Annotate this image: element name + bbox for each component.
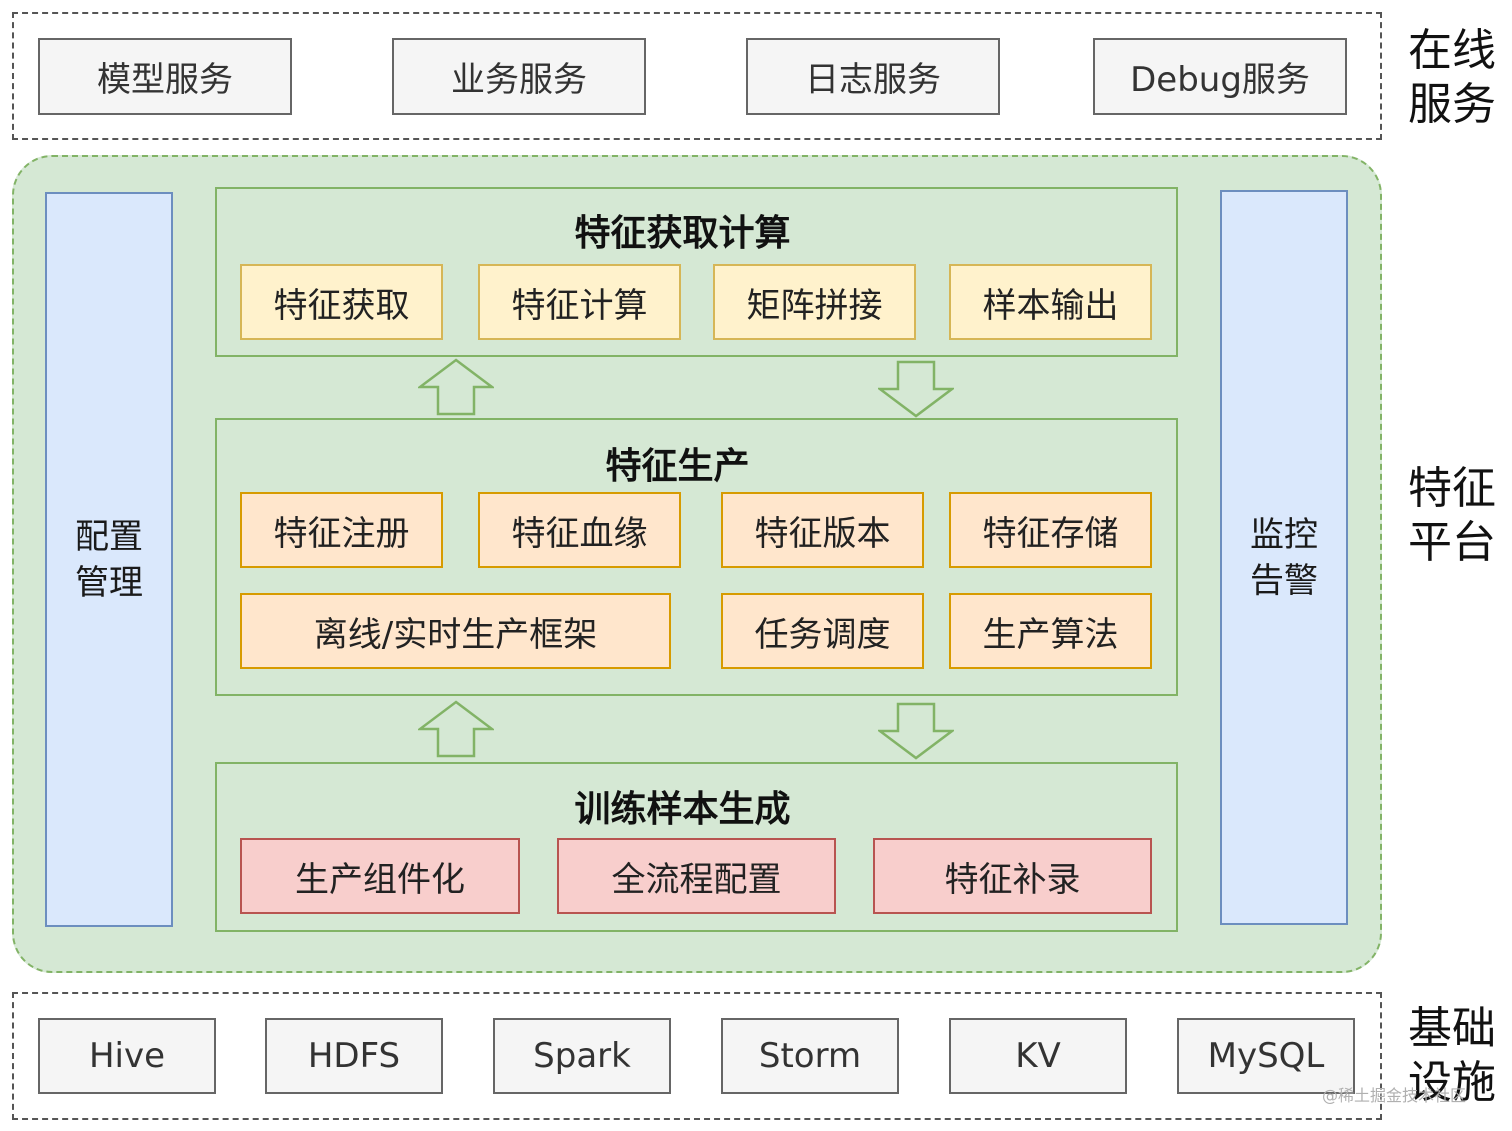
item-feature-compute: 特征计算: [478, 264, 681, 340]
item-feature-lineage: 特征血缘: [478, 492, 681, 568]
layer-label-infrastructure: 基础 设施: [1408, 1003, 1496, 1108]
item-feature-version: 特征版本: [721, 492, 924, 568]
module-training-sample-generation: [215, 762, 1178, 932]
infra-box-kv: KV: [949, 1018, 1127, 1094]
layer-label-online-services: 在线 服务: [1408, 25, 1496, 130]
infra-box-spark: Spark: [493, 1018, 671, 1094]
online-services-frame: [12, 12, 1382, 140]
service-box-business: 业务服务: [392, 38, 646, 115]
service-box-model: 模型服务: [38, 38, 292, 115]
item-feature-storage: 特征存储: [949, 492, 1152, 568]
item-production-algorithm: 生产算法: [949, 593, 1152, 669]
module-feature-production: [215, 418, 1178, 696]
item-sample-output: 样本输出: [949, 264, 1152, 340]
item-task-scheduling: 任务调度: [721, 593, 924, 669]
item-offline-realtime-framework: 离线/实时生产框架: [240, 593, 671, 669]
item-production-componentization: 生产组件化: [240, 838, 520, 914]
module-title-training-sample-generation: 训练样本生成: [574, 789, 791, 830]
layer-label-feature-platform: 特征 平台: [1408, 463, 1496, 568]
infra-box-storm: Storm: [721, 1018, 899, 1094]
infra-box-hdfs: HDFS: [265, 1018, 443, 1094]
config-management-column: 配置 管理: [45, 192, 173, 927]
infra-box-hive: Hive: [38, 1018, 216, 1094]
item-feature-register: 特征注册: [240, 492, 443, 568]
arrow-down-icon: [878, 702, 954, 760]
item-feature-backfill: 特征补录: [873, 838, 1152, 914]
watermark: @稀土掘金技术社区: [1322, 1086, 1467, 1105]
infra-box-mysql: MySQL: [1177, 1018, 1355, 1094]
module-title-feature-production: 特征生产: [605, 446, 750, 487]
arrow-up-icon: [418, 700, 494, 758]
arrow-down-icon: [878, 360, 954, 418]
item-matrix-concat: 矩阵拼接: [713, 264, 916, 340]
item-full-process-config: 全流程配置: [557, 838, 836, 914]
service-box-log: 日志服务: [746, 38, 1000, 115]
module-feature-fetch-compute: [215, 187, 1178, 357]
module-title-feature-fetch-compute: 特征获取计算: [574, 213, 791, 254]
service-box-debug: Debug服务: [1093, 38, 1347, 115]
infrastructure-frame: [12, 992, 1382, 1120]
item-feature-fetch: 特征获取: [240, 264, 443, 340]
arrow-up-icon: [418, 358, 494, 416]
monitoring-alert-column: 监控 告警: [1220, 190, 1348, 925]
